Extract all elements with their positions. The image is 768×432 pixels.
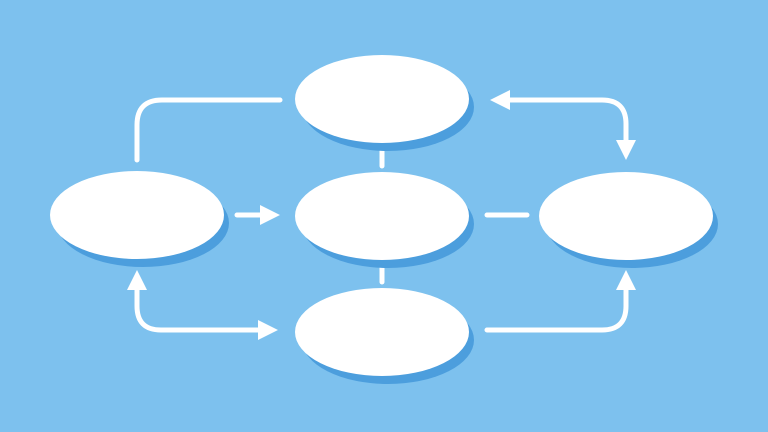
arrow-bottom-right — [484, 270, 636, 333]
node-top — [295, 55, 474, 151]
node-right — [539, 172, 718, 268]
connector-left-bottom — [127, 270, 278, 340]
connector-left-top — [134, 97, 283, 163]
node-ellipse — [295, 55, 469, 143]
node-left — [50, 171, 229, 267]
connector-right-top — [490, 90, 636, 160]
node-ellipse — [539, 172, 713, 260]
node-ellipse — [50, 171, 224, 259]
node-ellipse — [295, 288, 469, 376]
node-bottom — [295, 288, 474, 384]
node-ellipse — [295, 172, 469, 260]
node-center — [295, 172, 474, 268]
